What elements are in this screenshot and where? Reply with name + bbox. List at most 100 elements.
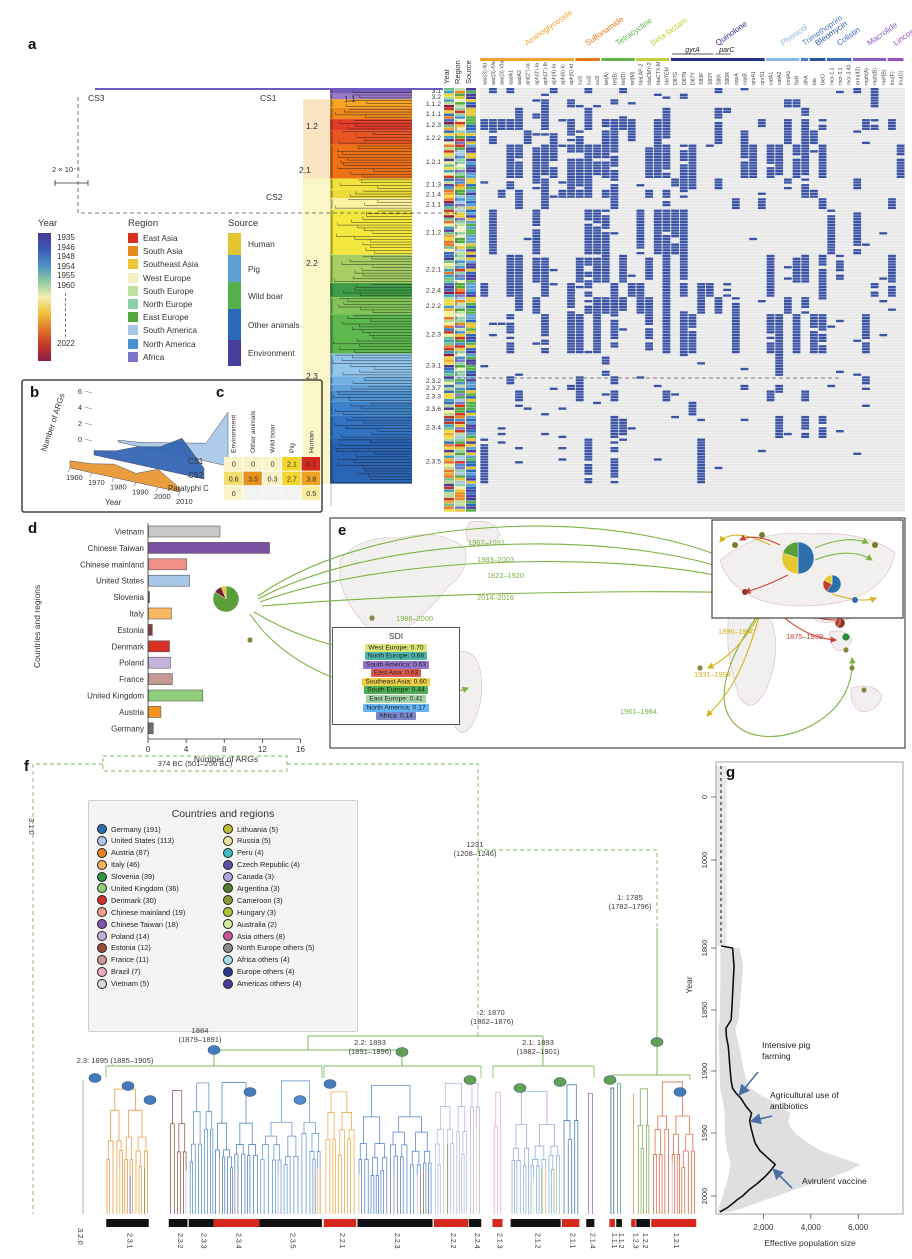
gyrA-label: gyrA bbox=[685, 47, 700, 54]
arg-cell bbox=[610, 415, 619, 419]
heatmap-row-bg bbox=[480, 234, 905, 238]
arg-cell bbox=[558, 189, 567, 193]
arg-cell bbox=[619, 424, 627, 427]
arg-cell bbox=[506, 350, 515, 354]
year-tick: 1948 bbox=[57, 252, 75, 262]
arg-cell bbox=[879, 232, 888, 235]
country-label: Austria (87) bbox=[111, 848, 150, 858]
arg-cell bbox=[653, 243, 662, 246]
f-clade-label: 2.3.3 bbox=[199, 1233, 206, 1249]
arg-cell bbox=[567, 186, 575, 190]
arg-cell bbox=[888, 127, 896, 130]
arg-cell bbox=[619, 430, 627, 433]
arg-cell bbox=[853, 220, 862, 224]
arg-cell bbox=[818, 201, 827, 204]
arg-cell bbox=[567, 147, 575, 150]
arg-cell bbox=[653, 226, 662, 229]
clade-bar bbox=[631, 1219, 636, 1227]
country-label: United Kingdom (36) bbox=[111, 883, 179, 893]
arg-cell bbox=[679, 285, 688, 289]
arg-cell bbox=[593, 345, 601, 348]
arg-cell bbox=[610, 150, 619, 153]
heatmap-row-bg bbox=[480, 90, 905, 94]
arg-cell bbox=[783, 311, 792, 314]
arg-cell bbox=[567, 350, 575, 354]
arg-cell bbox=[827, 226, 836, 229]
arg-cell bbox=[836, 260, 844, 263]
arg-cell bbox=[515, 206, 523, 210]
arg-cell bbox=[636, 215, 645, 218]
arg-cell bbox=[601, 218, 610, 221]
arg-cell bbox=[862, 350, 870, 354]
arg-cell bbox=[653, 223, 662, 227]
arg-cell bbox=[801, 263, 810, 266]
arg-cell bbox=[575, 342, 584, 345]
arg-cell bbox=[515, 305, 523, 309]
dendrogram-clade-2.3.5 bbox=[260, 1080, 321, 1214]
c-cell bbox=[262, 471, 282, 486]
arg-cell bbox=[567, 336, 575, 340]
arg-cell bbox=[567, 102, 575, 105]
country-label: Americas others (4) bbox=[237, 979, 302, 989]
clade-row-label: 2.3.1 bbox=[426, 362, 441, 369]
arg-cell bbox=[679, 220, 688, 224]
arg-cell bbox=[731, 331, 740, 334]
arg-cell bbox=[567, 283, 575, 286]
arg-cell bbox=[688, 413, 697, 416]
arg-cell bbox=[515, 285, 523, 289]
arg-cell bbox=[783, 305, 792, 309]
arg-cell bbox=[827, 223, 836, 227]
arg-cell bbox=[896, 169, 905, 173]
arg-cell bbox=[515, 195, 523, 198]
g-ytick: 0 bbox=[700, 795, 709, 799]
arg-cell bbox=[818, 119, 827, 122]
arg-cell bbox=[697, 291, 706, 294]
country-item: Hungary (3) bbox=[223, 907, 349, 918]
gene-label: aph(6)-Ic bbox=[560, 64, 566, 85]
arg-cell bbox=[515, 254, 523, 258]
arg-cell bbox=[818, 283, 827, 286]
arg-cell bbox=[532, 268, 541, 272]
arg-cell bbox=[679, 266, 688, 269]
arg-cell bbox=[645, 271, 653, 275]
arg-cell bbox=[593, 104, 601, 108]
arg-cell bbox=[584, 121, 593, 125]
heatmap-row-bg bbox=[480, 266, 905, 269]
arg-cell bbox=[619, 421, 627, 424]
arg-cell bbox=[584, 181, 593, 184]
arg-cell bbox=[541, 184, 549, 187]
arg-cell bbox=[662, 350, 671, 354]
arg-cell bbox=[801, 107, 810, 111]
arg-cell bbox=[575, 396, 584, 399]
arg-cell bbox=[610, 124, 619, 128]
arg-cell bbox=[541, 260, 549, 263]
arg-cell bbox=[549, 167, 558, 170]
arg-cell bbox=[809, 136, 818, 139]
arg-cell bbox=[818, 198, 827, 201]
clade-bar bbox=[586, 1219, 595, 1227]
arg-cell bbox=[645, 192, 653, 195]
arg-cell bbox=[740, 175, 749, 179]
arg-cell bbox=[766, 280, 775, 283]
country-dot bbox=[97, 824, 107, 834]
sdi-row: South Europe: 0.44 bbox=[336, 686, 456, 695]
arg-cell bbox=[506, 342, 515, 345]
gene-label: aph(4)-Ia bbox=[552, 64, 558, 85]
arg-cell bbox=[653, 232, 662, 235]
arg-cell bbox=[489, 333, 497, 337]
heatmap-row-bg bbox=[480, 308, 905, 311]
arg-cell bbox=[515, 150, 523, 153]
arg-cell bbox=[593, 232, 601, 235]
continent bbox=[850, 685, 883, 713]
country-item: Austria (87) bbox=[97, 847, 223, 858]
clade-row-label: 2.3.5 bbox=[426, 459, 441, 466]
arg-cell bbox=[541, 186, 549, 190]
class-bar bbox=[826, 58, 852, 61]
arg-cell bbox=[679, 186, 688, 190]
arg-cell bbox=[645, 314, 653, 317]
gene-label: dfrA bbox=[803, 75, 809, 85]
arg-cell bbox=[662, 285, 671, 289]
arg-cell bbox=[679, 155, 688, 159]
arg-cell bbox=[818, 260, 827, 263]
region-label: East Europe bbox=[143, 312, 189, 323]
